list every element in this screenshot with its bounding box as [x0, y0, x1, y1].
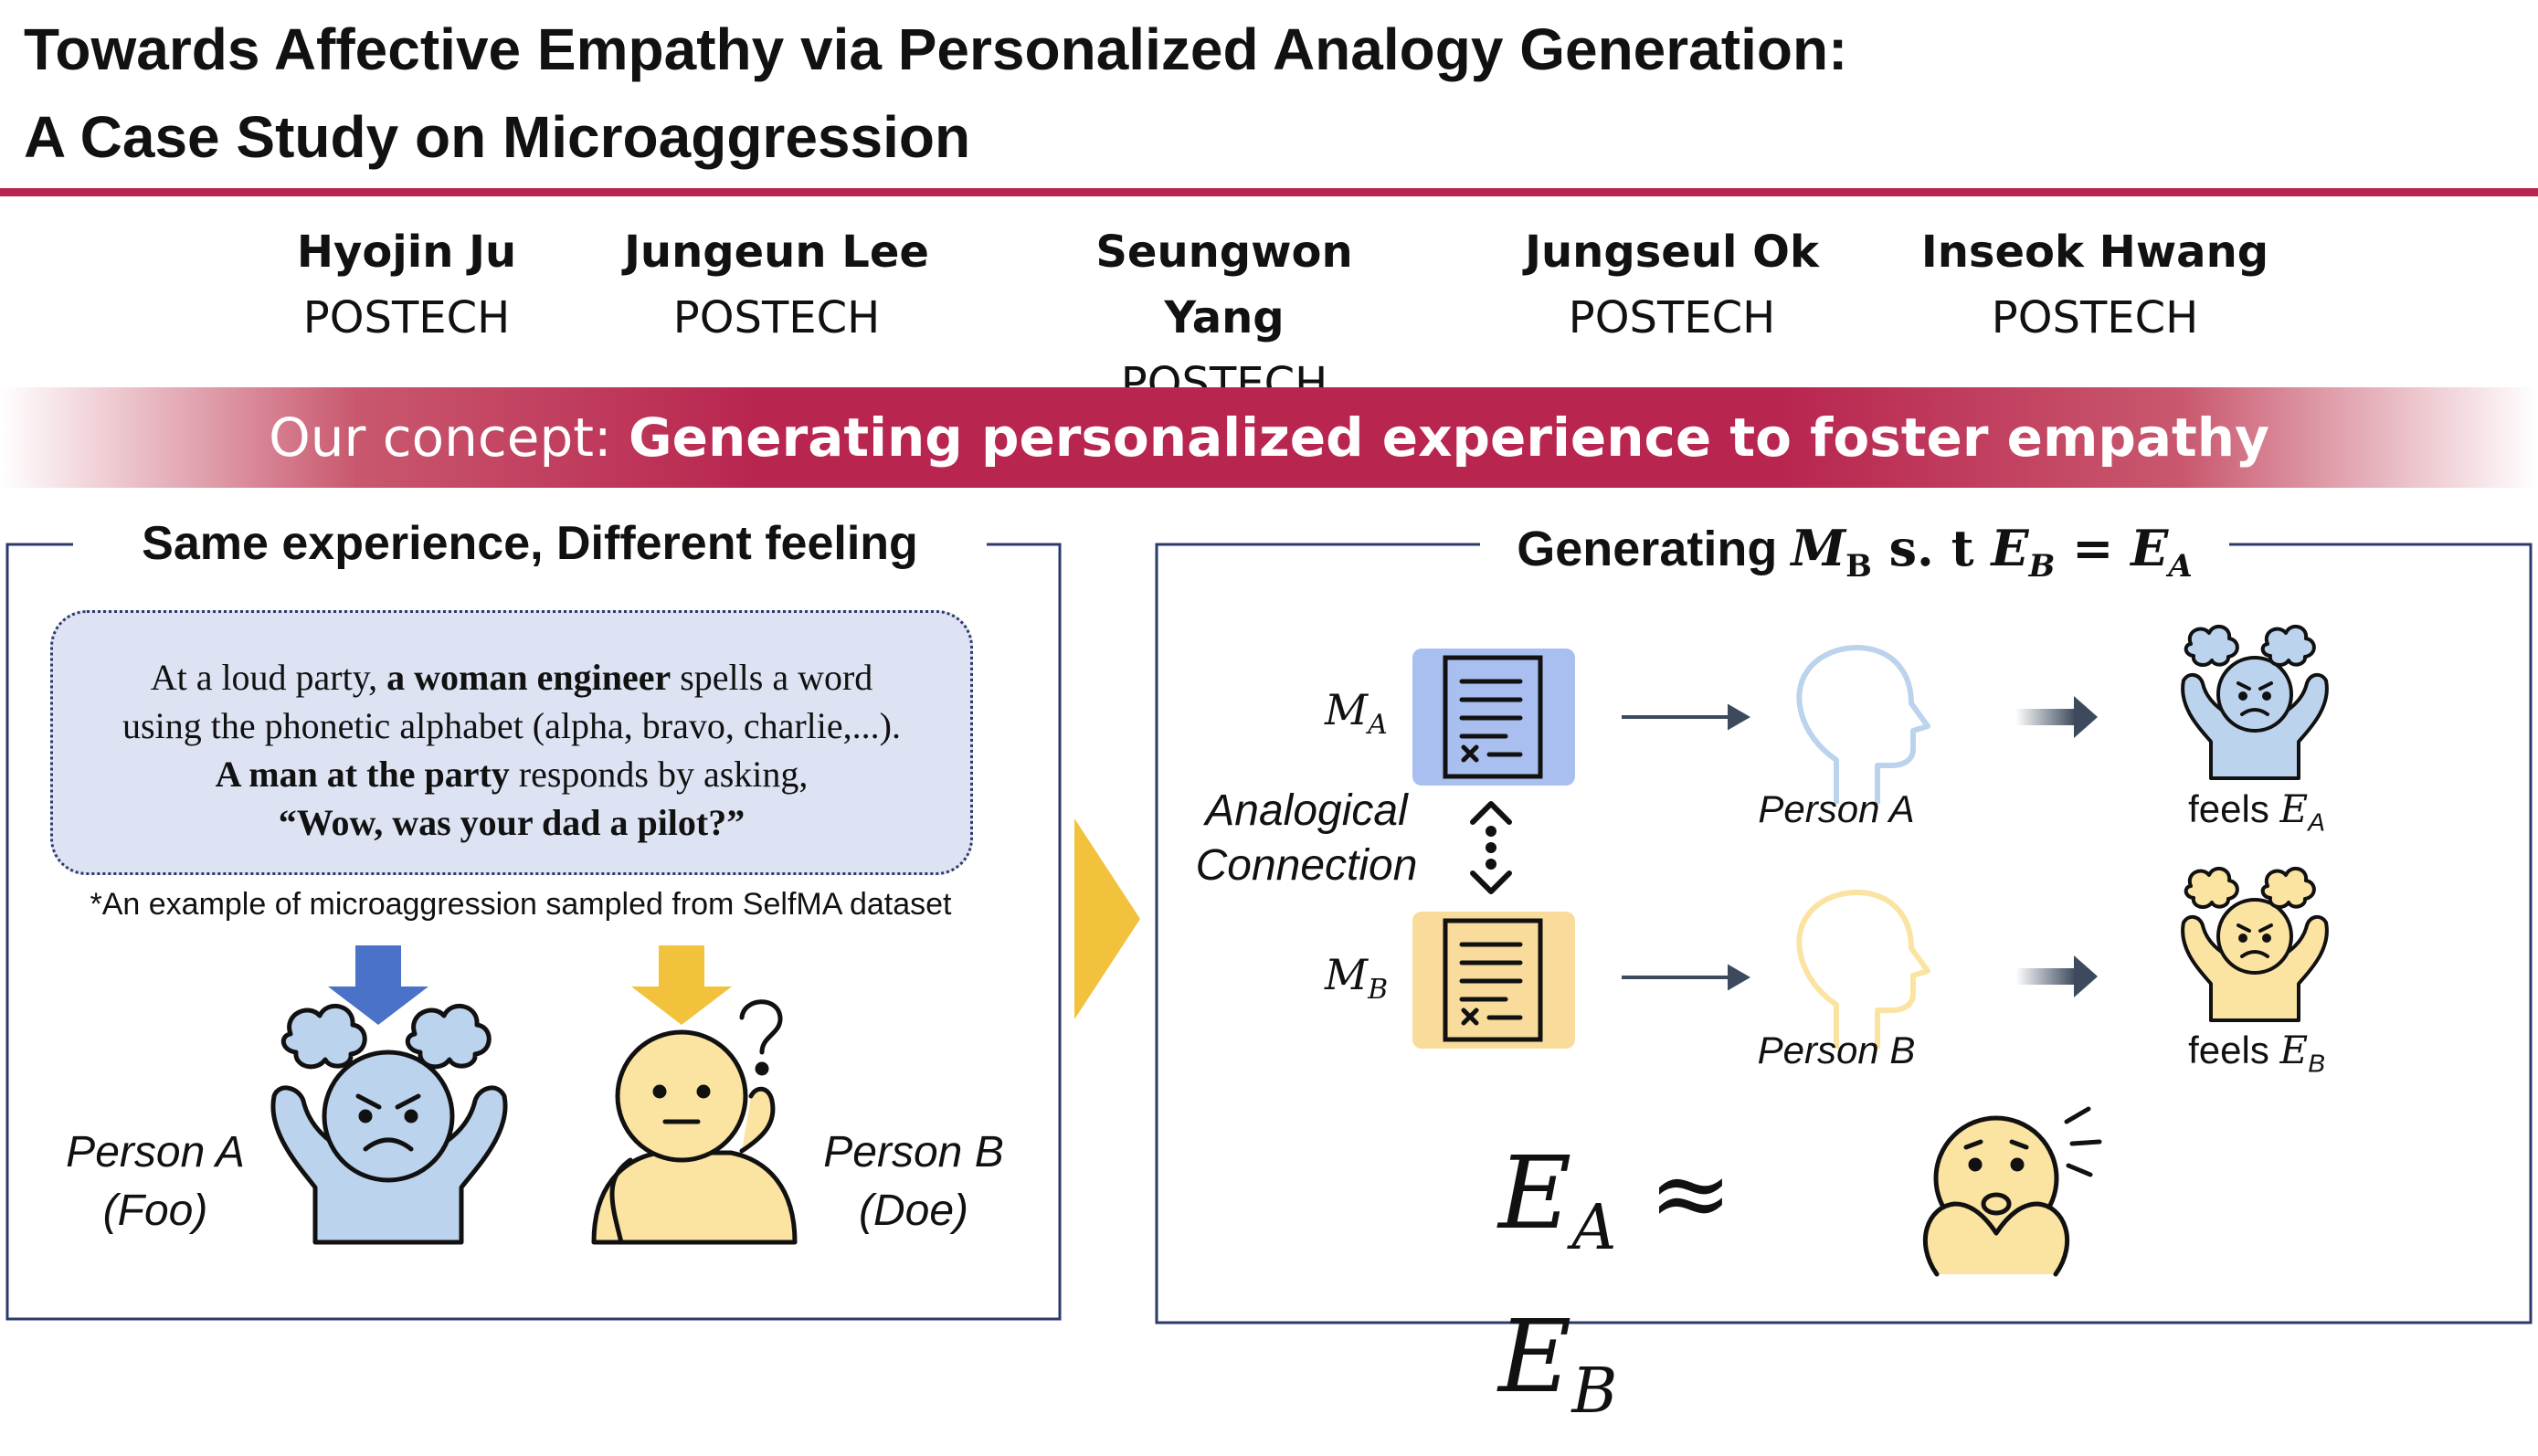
- concept-banner-bg: [0, 387, 2538, 488]
- right-title-e1: EB: [1991, 519, 2055, 585]
- feels-b-caption: feels EB: [2156, 1025, 2357, 1089]
- person-a-alias: (Foo): [102, 1187, 208, 1235]
- scenario-text: responds by asking,: [509, 754, 809, 795]
- math-sub: B: [2308, 1049, 2325, 1078]
- approx-symbol: ≈: [1616, 1134, 1733, 1251]
- message-a-label: MA: [1325, 685, 1388, 741]
- angry-person-small-a-icon: [2181, 624, 2329, 780]
- person-a-caption: Person A: [1758, 787, 1915, 830]
- right-title-e2: EA: [2131, 519, 2193, 585]
- author-1: Hyojin Ju POSTECH: [215, 219, 598, 351]
- analogical-connection-label: Analogical Connection: [1179, 784, 1434, 893]
- math-var: E: [2131, 519, 2169, 577]
- title-line-1: Towards Affective Empathy via Personaliz…: [24, 16, 1848, 82]
- math-var: E: [2279, 1028, 2309, 1072]
- person-a-name: Person A: [66, 1128, 245, 1176]
- math-var: M: [1325, 950, 1369, 999]
- document-b-icon: [1412, 912, 1575, 1049]
- poster-title: Towards Affective Empathy via Personaliz…: [24, 5, 2490, 181]
- author-5: Inseok Hwang POSTECH: [1903, 219, 2287, 351]
- author-name: Seungwon Yang: [1095, 227, 1353, 343]
- concept-banner: Our concept: Generating personalized exp…: [0, 387, 2538, 488]
- math-sub: B: [2028, 547, 2056, 585]
- math-sub: B: [1845, 547, 1872, 585]
- author-name: Inseok Hwang: [1920, 227, 2269, 278]
- arrow-down-yellow-icon: [631, 945, 732, 1025]
- transition-chevron-icon: [1074, 818, 1140, 1019]
- math-sub: A: [1368, 709, 1388, 742]
- title-divider: [0, 188, 2538, 196]
- author-2: Jungeun Lee POSTECH: [585, 219, 968, 351]
- arrow-right-b-icon: [1622, 964, 1750, 991]
- author-affiliation: POSTECH: [1568, 292, 1776, 343]
- scenario-text: At a loud party,: [150, 657, 387, 698]
- scenario-quote-text: “Wow, was your dad a pilot?”: [278, 802, 746, 843]
- confused-person-b-icon: [591, 999, 798, 1245]
- arrow-right-a-icon: [1622, 703, 1750, 731]
- scenario-quote: “Wow, was your dad a pilot?”: [53, 798, 970, 847]
- scenario-bold: a woman engineer: [386, 657, 672, 698]
- title-line-2: A Case Study on Microaggression: [24, 104, 971, 170]
- arrow-down-blue-icon: [328, 945, 428, 1025]
- feels-text: feels: [2188, 787, 2280, 830]
- math-var: E: [1498, 1134, 1572, 1251]
- analog-line-2: Connection: [1195, 841, 1418, 890]
- scenario-box: At a loud party, a woman engineer spells…: [50, 610, 973, 875]
- right-title-m: MB: [1791, 519, 1872, 585]
- author-name: Jungseul Ok: [1525, 227, 1819, 278]
- right-panel-title: Generating MB s. t EB = EA: [1480, 512, 2229, 603]
- author-affiliation: POSTECH: [1991, 292, 2199, 343]
- person-b-label: Person B (Doe): [795, 1124, 1032, 1240]
- math-var: E: [1991, 519, 2029, 577]
- head-b-icon: [1796, 890, 1930, 1049]
- scenario-text: spells a word: [671, 657, 873, 698]
- scenario-line-1: At a loud party, a woman engineer spells…: [53, 653, 970, 702]
- message-b-label: MB: [1325, 950, 1388, 1006]
- head-a-icon: [1796, 645, 1930, 804]
- author-name: Jungeun Lee: [624, 227, 929, 278]
- analog-line-1: Analogical: [1205, 786, 1408, 835]
- analogical-connection-arrow-icon: [1470, 801, 1512, 894]
- math-sub: B: [1368, 974, 1389, 1007]
- banner-emphasis: Generating personalized experience to fo…: [629, 406, 2269, 469]
- feels-text: feels: [2188, 1029, 2280, 1071]
- scenario-line-3: A man at the party responds by asking,: [53, 750, 970, 798]
- math-var: M: [1325, 685, 1369, 734]
- math-sub: B: [1571, 1356, 1618, 1428]
- author-affiliation: POSTECH: [302, 292, 511, 343]
- author-4: Jungseul Ok POSTECH: [1480, 219, 1864, 351]
- author-name: Hyojin Ju: [296, 227, 517, 278]
- author-affiliation: POSTECH: [672, 292, 881, 343]
- fading-arrow-a-icon: [2015, 696, 2098, 738]
- shocked-person-icon: [1922, 1106, 2102, 1277]
- right-title-eq: =: [2055, 519, 2131, 577]
- right-title-st: s. t: [1871, 519, 1992, 577]
- scenario-line-2: using the phonetic alphabet (alpha, brav…: [122, 705, 901, 746]
- math-sub: A: [2308, 807, 2325, 837]
- scenario-footnote: *An example of microaggression sampled f…: [90, 887, 952, 922]
- person-b-alias: (Doe): [858, 1187, 969, 1235]
- angry-person-a-icon: [270, 1004, 508, 1245]
- banner-prefix: Our concept:: [269, 406, 629, 469]
- angry-person-small-b-icon: [2181, 866, 2329, 1022]
- person-a-label: Person A (Foo): [37, 1124, 274, 1240]
- right-title-prefix: Generating: [1517, 522, 1792, 576]
- document-a-icon: [1412, 649, 1575, 786]
- math-var: E: [2279, 786, 2309, 831]
- math-sub: A: [2168, 547, 2193, 585]
- approx-equation: EA ≈ EB: [1498, 1129, 1882, 1456]
- left-panel-title: Same experience, Different feeling: [73, 507, 987, 580]
- math-sub: A: [1571, 1192, 1617, 1264]
- math-var: M: [1791, 519, 1846, 577]
- scenario-bold: A man at the party: [215, 754, 510, 795]
- feels-a-caption: feels EA: [2156, 784, 2357, 848]
- person-b-caption: Person B: [1757, 1029, 1916, 1071]
- person-b-name: Person B: [823, 1128, 1004, 1176]
- fading-arrow-b-icon: [2015, 955, 2098, 997]
- math-var: E: [1498, 1298, 1572, 1415]
